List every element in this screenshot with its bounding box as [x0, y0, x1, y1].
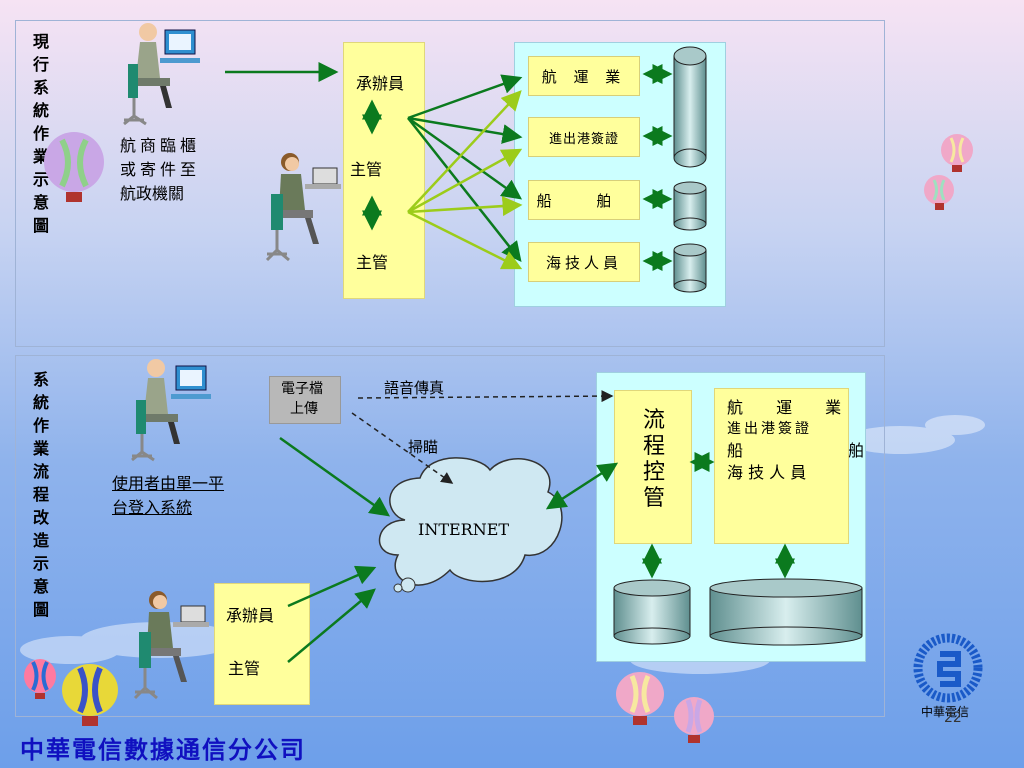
- scan-label: 掃瞄: [408, 438, 439, 456]
- service-shipping: 航 運 業: [727, 398, 856, 417]
- balloon-icon: [44, 132, 104, 202]
- top-database-small-icon-1: [673, 181, 707, 231]
- top-database-large-icon: [673, 46, 707, 168]
- bottom-staff-clerk: 承辦員: [226, 606, 275, 625]
- top-target-port-clearance: 進出港簽證: [528, 117, 640, 157]
- balloon-icon: [941, 134, 973, 172]
- top-person-caption-line1: 航商臨櫃: [120, 136, 201, 155]
- flow-control-label: 流程控管: [642, 408, 665, 511]
- upload-box-line1: 電子檔: [281, 381, 323, 397]
- top-staff-column: [343, 42, 425, 299]
- services-database-icon: [709, 578, 863, 646]
- internet-label: INTERNET: [418, 520, 510, 539]
- top-staff-supervisor-1: 主管: [350, 160, 383, 179]
- top-database-small-icon-2: [673, 243, 707, 293]
- bottom-panel: [15, 355, 885, 717]
- upload-box-line2: 上傳: [290, 401, 318, 417]
- service-seafarers: 海 技 人 員: [727, 463, 807, 482]
- balloon-icon: [924, 175, 954, 210]
- bottom-user-caption-line2: 台登入系統: [112, 498, 193, 517]
- flow-control-box: [614, 390, 692, 544]
- top-staff-clerk: 承辦員: [356, 74, 405, 93]
- internet-cloud-icon: [378, 457, 563, 593]
- logo-text: 中華電信: [921, 705, 970, 719]
- services-box: [714, 388, 849, 544]
- bottom-staff-supervisor: 主管: [228, 659, 261, 678]
- balloon-icon: [616, 672, 664, 725]
- top-staff-supervisor-2: 主管: [356, 253, 389, 272]
- top-person-caption-line2: 或寄件至: [120, 160, 201, 179]
- upload-box: [269, 376, 341, 424]
- service-vessel: 船 舶: [727, 441, 915, 460]
- top-panel: [15, 20, 885, 347]
- service-port-clearance: 進出港簽證: [727, 421, 812, 437]
- bottom-side-title: 系統作業流程改造示意圖: [32, 370, 49, 619]
- balloon-icon: [62, 664, 118, 726]
- page-number: 22: [944, 710, 962, 726]
- balloon-icon: [674, 697, 714, 743]
- flow-database-icon: [613, 579, 691, 645]
- fax-label: 語音傳真: [384, 379, 445, 397]
- top-target-seafarers: 海技人員: [528, 242, 640, 282]
- top-side-title: 現行系統作業示意圖: [32, 32, 49, 235]
- company-name: 中華電信數據通信分公司: [20, 735, 306, 764]
- balloon-icon: [24, 659, 56, 699]
- top-person-caption-line3: 航政機關: [120, 184, 185, 203]
- top-target-vessel: 船 舶: [528, 180, 640, 220]
- top-target-shipping: 航 運 業: [528, 56, 640, 96]
- bottom-user-caption-line1: 使用者由單一平: [112, 474, 225, 493]
